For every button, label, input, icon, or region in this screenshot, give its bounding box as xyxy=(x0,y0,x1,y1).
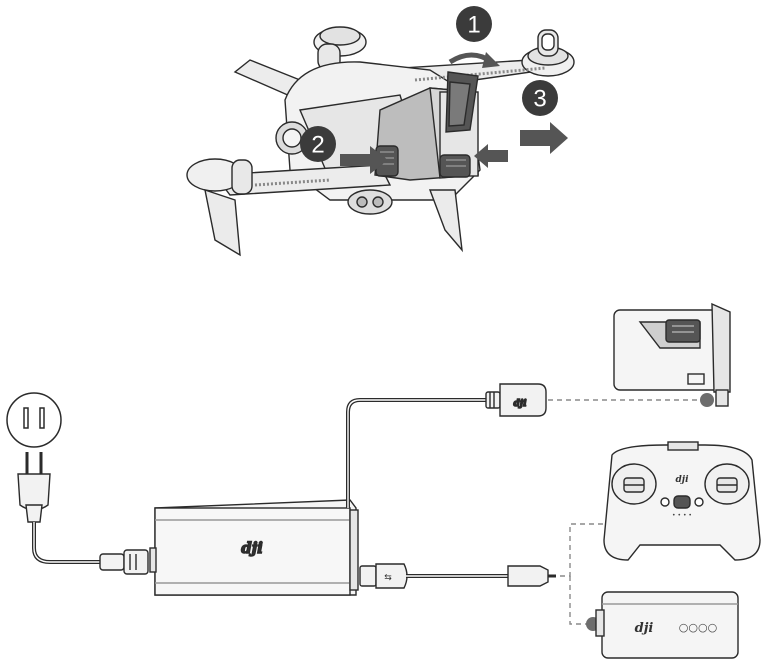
slide-out-arrow xyxy=(520,122,568,154)
svg-text:2: 2 xyxy=(311,132,324,159)
step-badge-2: 2 xyxy=(300,126,336,162)
battery-side-clip xyxy=(440,155,470,177)
cable-logo: dji xyxy=(514,399,528,409)
remote-logo: dji xyxy=(676,475,690,485)
dashed-link-hub xyxy=(570,576,588,624)
charger-hub: dji xyxy=(150,500,358,595)
svg-text:3: 3 xyxy=(533,86,546,113)
motor-front-left xyxy=(187,159,252,255)
svg-text:1: 1 xyxy=(467,12,480,39)
usb-a-plug: ⇆ xyxy=(360,564,407,588)
ac-connector xyxy=(100,550,148,574)
usb-c-plug xyxy=(508,566,556,586)
bottom-sensors xyxy=(348,190,392,214)
battery-cable-connector: dji xyxy=(486,384,546,416)
remote-led-indicators: • • • • xyxy=(672,512,692,519)
step-badge-3: 3 xyxy=(522,80,558,116)
drone-illustration xyxy=(187,27,574,255)
hub-led-indicators: ○○○○ xyxy=(679,621,717,634)
battery-charging-cable xyxy=(348,400,488,508)
step-badge-1: 1 xyxy=(456,6,492,42)
wall-outlet-icon xyxy=(7,393,61,447)
svg-text:⇆: ⇆ xyxy=(384,573,392,583)
connection-dot-battery xyxy=(700,393,714,407)
charger-logo: dji xyxy=(241,539,263,557)
ac-cable xyxy=(34,522,105,562)
flight-battery xyxy=(614,304,730,406)
remote-controller: dji • • • • xyxy=(604,442,760,560)
hub-logo: dji xyxy=(635,621,654,636)
charging-hub: dji ○○○○ xyxy=(596,592,738,658)
ac-plug xyxy=(18,452,50,522)
motor-rear-right xyxy=(522,30,574,76)
